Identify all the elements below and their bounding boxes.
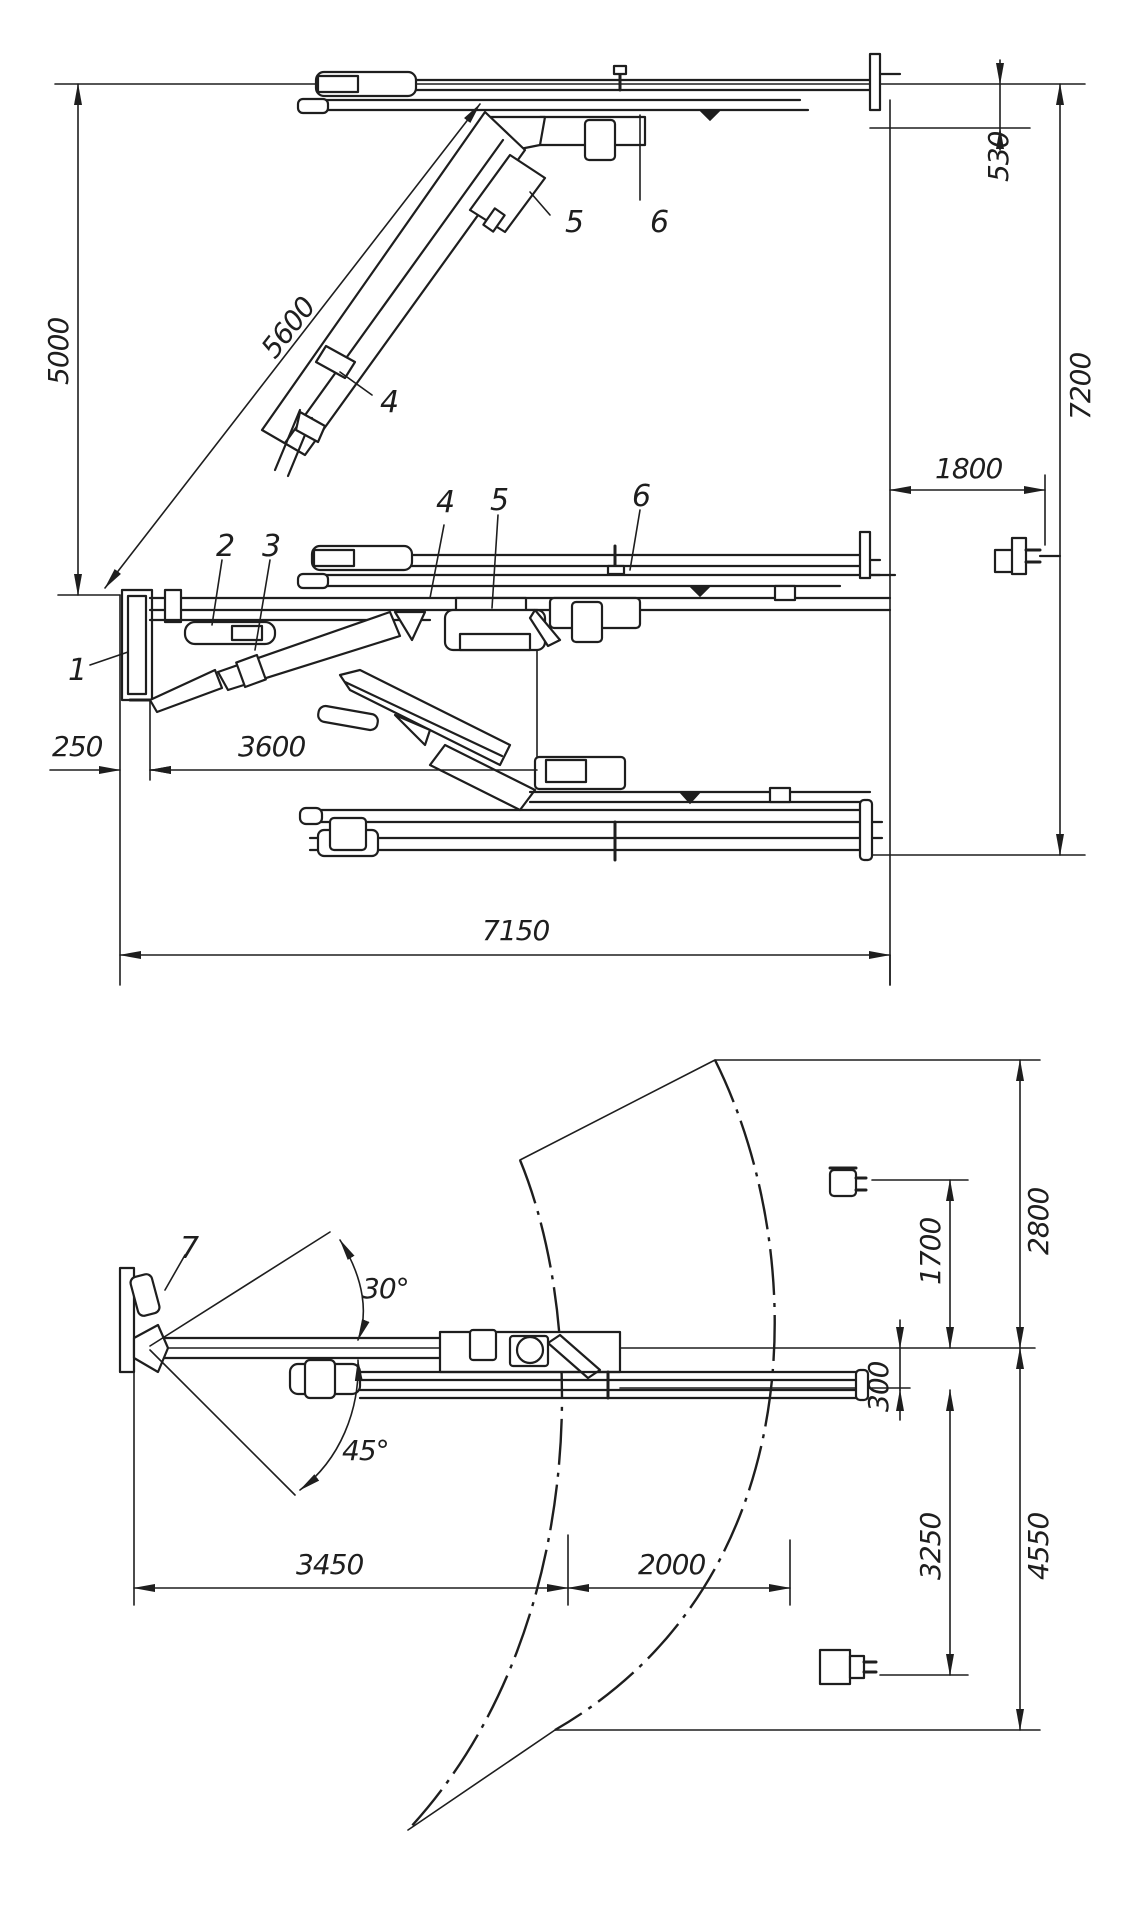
plan-boom-assembly bbox=[118, 1266, 870, 1402]
leader-lines bbox=[89, 114, 641, 666]
label-part-1: 1 bbox=[68, 653, 86, 688]
dim-reach-to-face: 3450 bbox=[296, 1548, 363, 1581]
dim-top-offset: 530 bbox=[982, 131, 1015, 182]
dim-boom-reach: 3600 bbox=[238, 730, 305, 763]
angle-lower-swing: 45° bbox=[342, 1434, 389, 1467]
swing-angle-arcs bbox=[149, 1231, 370, 1496]
tunnel-face-outline bbox=[407, 1059, 1041, 1831]
plan-dimension-lines bbox=[133, 1059, 1024, 1731]
dim-boom-length: 5600 bbox=[255, 291, 323, 364]
label-part-6-lower: 6 bbox=[632, 479, 650, 514]
dimension-lines bbox=[49, 59, 1064, 986]
label-part-4-upper: 4 bbox=[380, 385, 398, 420]
dim-left-offset: 250 bbox=[52, 730, 103, 763]
side-view-dimension-values: 7200 530 5000 5600 1800 250 3600 7150 bbox=[42, 131, 1097, 947]
side-view-part-labels: 5 6 4 1 2 3 4 5 6 bbox=[68, 205, 669, 688]
plan-rod-holder-upper bbox=[828, 1166, 868, 1198]
plan-view: 7 30° 45° 2800 1700 300 3250 4550 3450 2… bbox=[118, 1059, 1055, 1831]
plan-extension-lines bbox=[133, 1179, 969, 1676]
dim-lift-height: 5000 bbox=[42, 318, 75, 385]
label-part-5-lower: 5 bbox=[490, 483, 508, 518]
dim-overall-length: 7150 bbox=[482, 914, 549, 947]
dim-overall-height: 7200 bbox=[1064, 353, 1097, 420]
label-part-6-upper: 6 bbox=[650, 205, 668, 240]
dim-right-clearance: 1800 bbox=[935, 452, 1002, 485]
dim-upper-width: 2800 bbox=[1022, 1188, 1055, 1255]
upper-transport-beam bbox=[296, 52, 902, 122]
mid-boom-assembly bbox=[120, 530, 897, 714]
angle-upper-swing: 30° bbox=[362, 1272, 409, 1305]
dim-axis-offset: 300 bbox=[862, 1361, 895, 1412]
label-part-4-lower: 4 bbox=[436, 485, 454, 520]
dim-face-depth: 2000 bbox=[638, 1548, 705, 1581]
dim-upper-offset: 1700 bbox=[914, 1218, 947, 1285]
extension-lines bbox=[54, 83, 1086, 986]
upper-boom-assembly bbox=[260, 110, 647, 478]
label-part-5-upper: 5 bbox=[565, 205, 583, 240]
label-part-3: 3 bbox=[262, 529, 280, 564]
dim-lower-width: 4550 bbox=[1022, 1513, 1055, 1580]
side-view: 5 6 4 1 2 3 4 5 6 7200 530 5000 5600 180… bbox=[42, 52, 1097, 986]
plan-rod-holder-lower bbox=[818, 1648, 878, 1686]
label-part-2: 2 bbox=[216, 529, 234, 564]
label-part-7: 7 bbox=[180, 1231, 199, 1266]
drill-rod-holder-detail bbox=[993, 536, 1062, 576]
dim-lower-offset: 3250 bbox=[914, 1513, 947, 1580]
lower-boom-assembly bbox=[298, 668, 884, 862]
plan-view-labels: 7 30° 45° 2800 1700 300 3250 4550 3450 2… bbox=[180, 1188, 1055, 1581]
